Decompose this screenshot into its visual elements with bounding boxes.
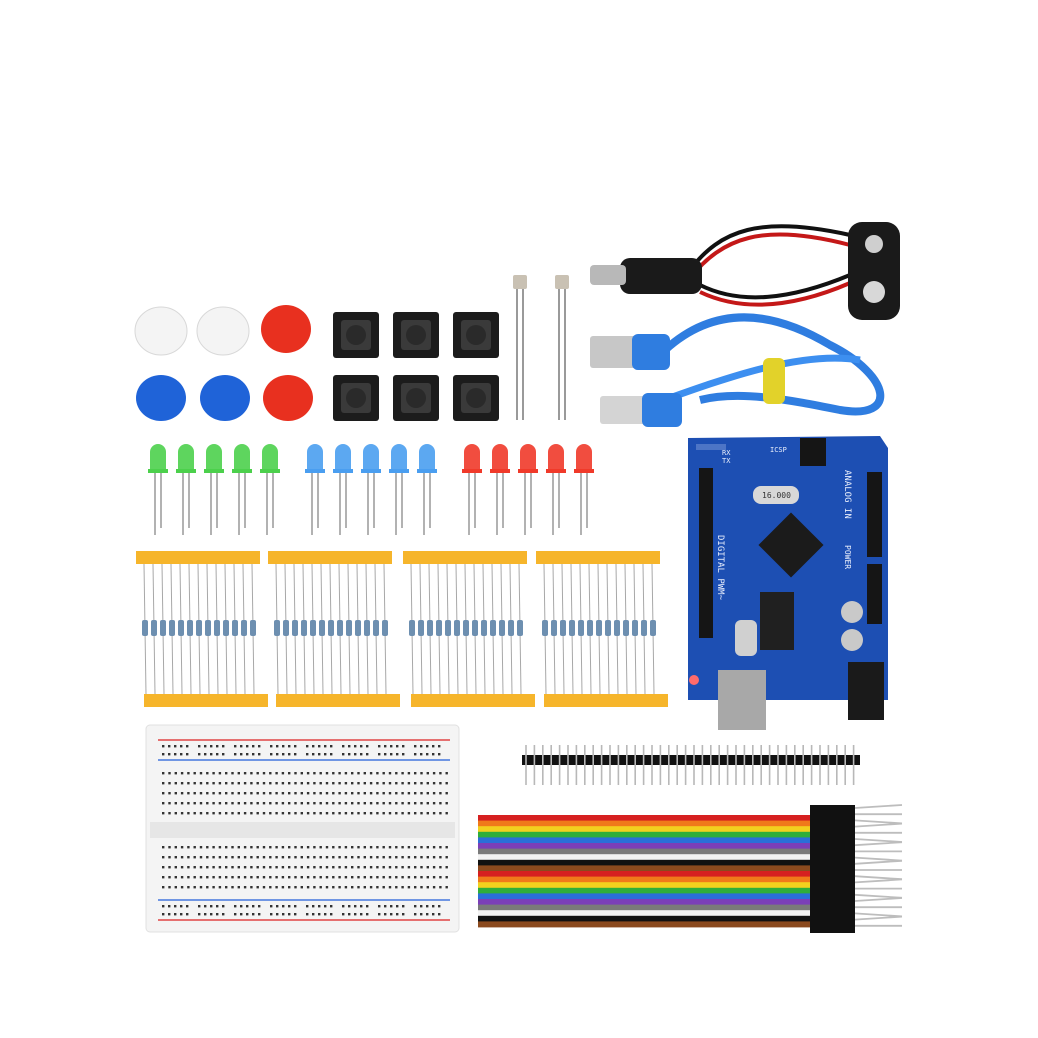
power-header-label: POWER (843, 545, 852, 569)
tx-label: TX (722, 457, 731, 465)
breadboard-holes (162, 745, 448, 916)
pin-header-strip (522, 745, 860, 785)
resistor-packs (136, 551, 668, 707)
button-caps (134, 305, 313, 421)
crystal-label: 16.000 (762, 491, 791, 500)
icsp-label: ICSP (770, 446, 787, 454)
analog-header-label: ANALOG IN (842, 470, 852, 519)
breadboard-icon (145, 724, 460, 933)
photoresistor-pair (513, 275, 569, 420)
jumper-wire-icon (478, 804, 903, 933)
arduino-board-icon: DIGITAL PWM~ ANALOG IN POWER 16.000 TX R… (688, 436, 888, 730)
battery-clip-icon (590, 222, 900, 320)
tactile-switches (333, 312, 499, 421)
rx-label: RX (722, 449, 731, 457)
usb-cable-icon (590, 313, 885, 427)
digital-header-label: DIGITAL PWM~ (715, 535, 725, 601)
led-row (148, 444, 594, 535)
